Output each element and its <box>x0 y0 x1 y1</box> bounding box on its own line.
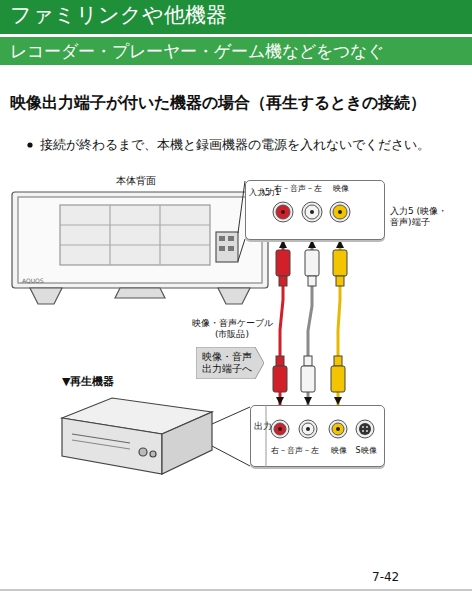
plug <box>273 250 347 392</box>
jack <box>302 202 322 222</box>
callout-shape <box>196 347 264 379</box>
terminal-label: S映像 <box>352 446 380 456</box>
jack <box>356 420 374 438</box>
tv-rear <box>12 192 268 304</box>
terminal-label: 右－音声－左 <box>269 446 321 456</box>
terminal-name: 入力5 (映像・音声)端子 <box>390 206 468 228</box>
callout-text: 映像・音声 出力端子へ <box>200 351 254 375</box>
subtitle-text: レコーダー・プレーヤー・ゲーム機などをつなぐ <box>10 41 465 61</box>
output-panel: 出力右－音声－左映像S映像 <box>250 405 385 467</box>
section-heading: 映像出力端子が付いた機器の場合（再生するときの接続） <box>10 93 470 112</box>
bullet-dot <box>27 142 32 147</box>
jack <box>273 202 293 222</box>
title-band: ファミリンクや他機器 <box>0 0 472 34</box>
logo-text: AQUOS <box>22 277 44 284</box>
jack <box>330 202 350 222</box>
input-label: 入力5 <box>249 189 257 198</box>
part-name: 本体背面 <box>116 175 156 187</box>
subtitle-band: レコーダー・プレーヤー・ゲーム機などをつなぐ <box>0 37 472 65</box>
input-panel: 入力5入力1右－音声－左映像 <box>245 180 385 240</box>
player-device <box>62 398 212 474</box>
note-text: 接続が終わるまで、本機と録画機器の電源を入れないでください。 <box>40 137 470 152</box>
input-label: 入力1 <box>259 189 267 198</box>
jack-symbols <box>250 405 385 467</box>
terminal-label: 右－音声－左 <box>268 184 328 194</box>
page-number: 7-42 <box>372 570 399 584</box>
terminal-label: 映像 <box>328 184 354 194</box>
terminal-label: 映像 <box>327 446 351 456</box>
page-rule <box>0 589 472 591</box>
callout-box: 映像・音声 出力端子へ <box>196 347 264 379</box>
device-name: ▼再生機器 <box>62 375 114 388</box>
separator <box>265 405 266 467</box>
jack <box>329 420 347 438</box>
jack <box>271 420 289 438</box>
output-label: 出力 <box>254 422 263 432</box>
cable-name: 映像・音声ケーブル (市販品) <box>186 318 278 340</box>
jack <box>299 420 317 438</box>
page-title: ファミリンクや他機器 <box>10 3 227 28</box>
